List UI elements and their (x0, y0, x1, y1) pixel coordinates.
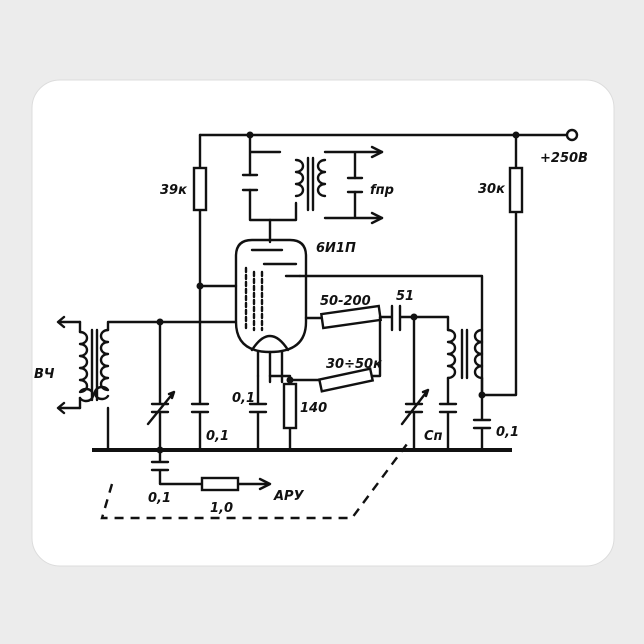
label-f-if: fпр (370, 183, 394, 198)
label-c-agc: 0,1 (148, 491, 171, 506)
label-agc: АРУ (273, 489, 305, 504)
junction (246, 131, 254, 139)
circuit-schematic (56, 128, 579, 520)
gang-coupling (100, 439, 411, 520)
label-c-screen: 0,1 (206, 429, 229, 444)
label-c51: 51 (396, 289, 414, 304)
agc-branch (150, 448, 272, 492)
junction (286, 376, 294, 384)
input-transformer (56, 315, 238, 452)
junction (156, 446, 164, 454)
label-tube: 6И1П (316, 241, 356, 256)
label-r39k: 39к (160, 183, 188, 198)
junction (196, 282, 204, 290)
label-r140: 140 (300, 401, 327, 416)
junction (156, 318, 164, 326)
capacitor-51 (378, 304, 450, 332)
output-tank (400, 315, 492, 452)
label-input: ВЧ (34, 367, 55, 382)
label-c-tune: Сп (424, 429, 443, 444)
resistor-39k (192, 166, 208, 212)
supply-terminal (565, 128, 579, 142)
label-supply: +250В (540, 151, 588, 166)
label-c-out: 0,1 (496, 425, 519, 440)
label-r50-200: 50-200 (320, 294, 371, 309)
tube-6i1p (198, 238, 484, 397)
r30k-wire (480, 133, 518, 397)
junction (410, 313, 418, 321)
label-r-agc: 1,0 (210, 501, 233, 516)
junction (478, 391, 486, 399)
resistor-50-200 (319, 304, 383, 330)
label-r30-50k: 30÷50к (326, 357, 383, 372)
grid-tuning-capacitor (146, 320, 176, 452)
junction (512, 131, 520, 139)
cathode-circuit (248, 315, 382, 452)
label-r30k: 30к (478, 182, 506, 197)
if-transformer (241, 133, 384, 244)
screen-bypass-capacitor (190, 284, 210, 452)
label-c-cathode: 0,1 (232, 391, 255, 406)
resistor-30k (508, 166, 524, 214)
